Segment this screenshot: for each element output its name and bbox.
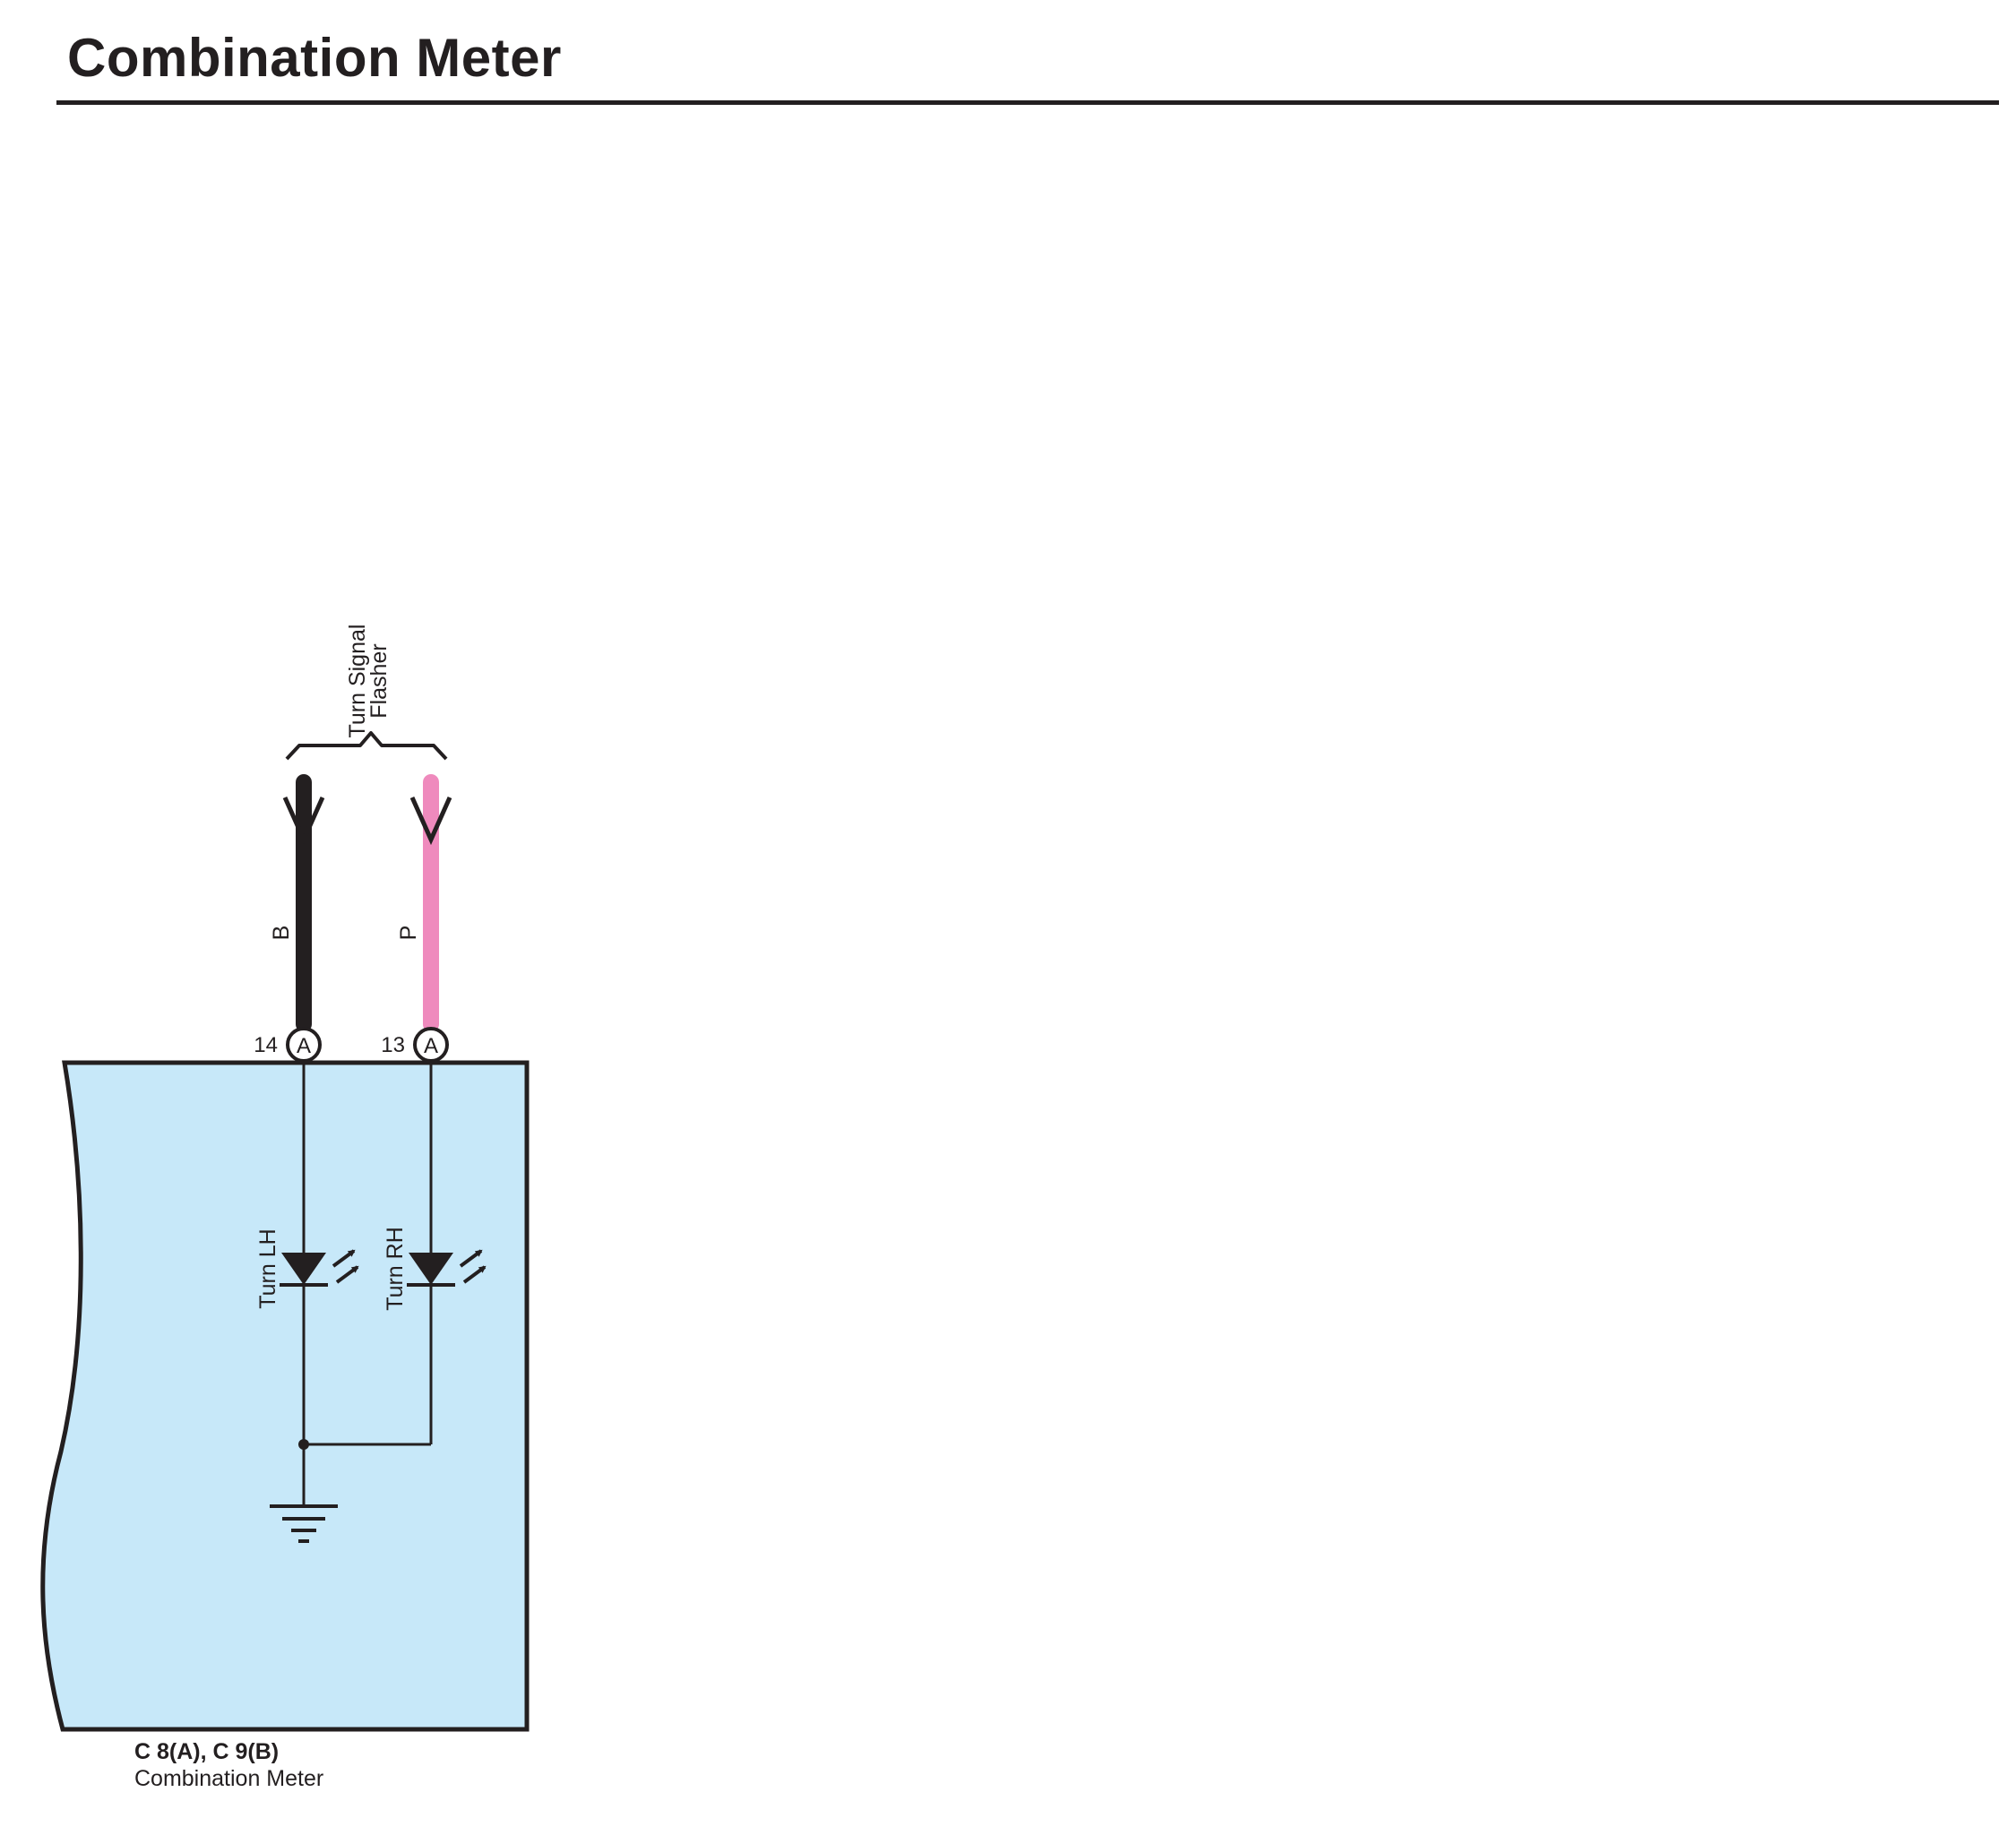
junction-dot <box>298 1439 309 1450</box>
component-name: Combination Meter <box>134 1766 323 1791</box>
led-icon <box>407 1249 487 1287</box>
flasher-label-line1: Turn Signal <box>345 625 370 738</box>
wire-b-connector-chevron <box>282 796 325 846</box>
wire-b-color-label: B <box>269 926 294 941</box>
wire-p-connector-chevron <box>409 796 452 846</box>
turn-lh-label: Turn LH <box>255 1228 280 1308</box>
wire-p-color-label: P <box>396 926 421 941</box>
flasher-label-line2: Flasher <box>366 643 392 718</box>
ground-icon <box>270 1504 338 1543</box>
led-icon <box>280 1249 359 1287</box>
page-title: Combination Meter <box>67 28 562 88</box>
flasher-brace <box>285 731 448 761</box>
pin-14-connector-letter: A <box>297 1034 311 1058</box>
pin-14-label: 14 <box>254 1033 278 1057</box>
pin-13-connector-letter: A <box>424 1034 438 1058</box>
component-connectors: C 8(A), C 9(B) <box>134 1739 279 1764</box>
combination-meter-body <box>40 1060 530 1732</box>
pin-13-label: 13 <box>381 1033 405 1057</box>
turn-rh-label: Turn RH <box>383 1227 408 1311</box>
title-divider <box>56 100 1999 105</box>
